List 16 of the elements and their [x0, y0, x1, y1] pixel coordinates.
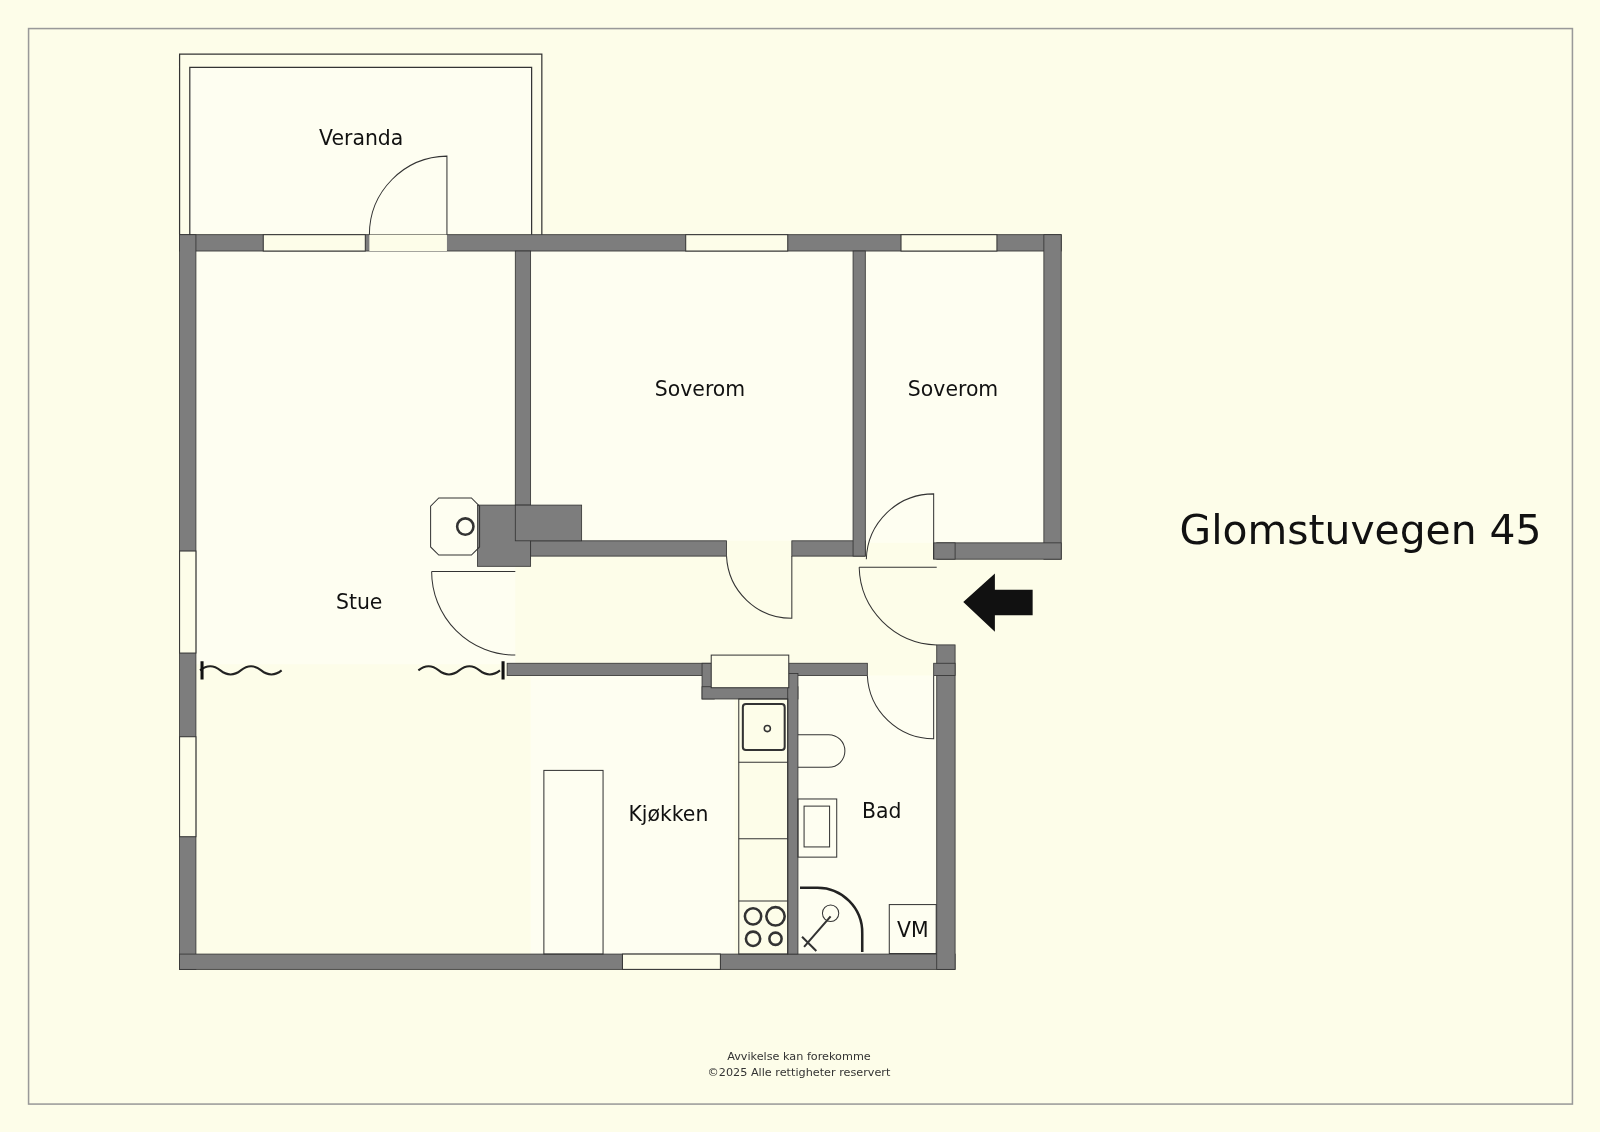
room-label: Veranda — [319, 125, 404, 150]
room-label: Stue — [335, 589, 383, 615]
room-floor — [865, 251, 1044, 543]
address-title: Glomstuvegen 45 — [1179, 506, 1542, 554]
room-label: Soverom — [907, 376, 999, 401]
room-floor — [530, 675, 735, 955]
room-floor — [797, 675, 937, 955]
room-floor — [189, 67, 532, 234]
footer-note: ©2025 Alle rettigheter reservert — [707, 1065, 891, 1079]
appliance-box: VM — [888, 904, 937, 955]
room-floor — [195, 251, 516, 665]
room-label: Bad — [861, 798, 902, 824]
room-label: Kjøkken — [628, 802, 709, 827]
room-label: Soverom — [654, 376, 746, 401]
footer-note: Avvikelse kan forekomme — [727, 1050, 871, 1064]
room-floor — [530, 251, 854, 541]
